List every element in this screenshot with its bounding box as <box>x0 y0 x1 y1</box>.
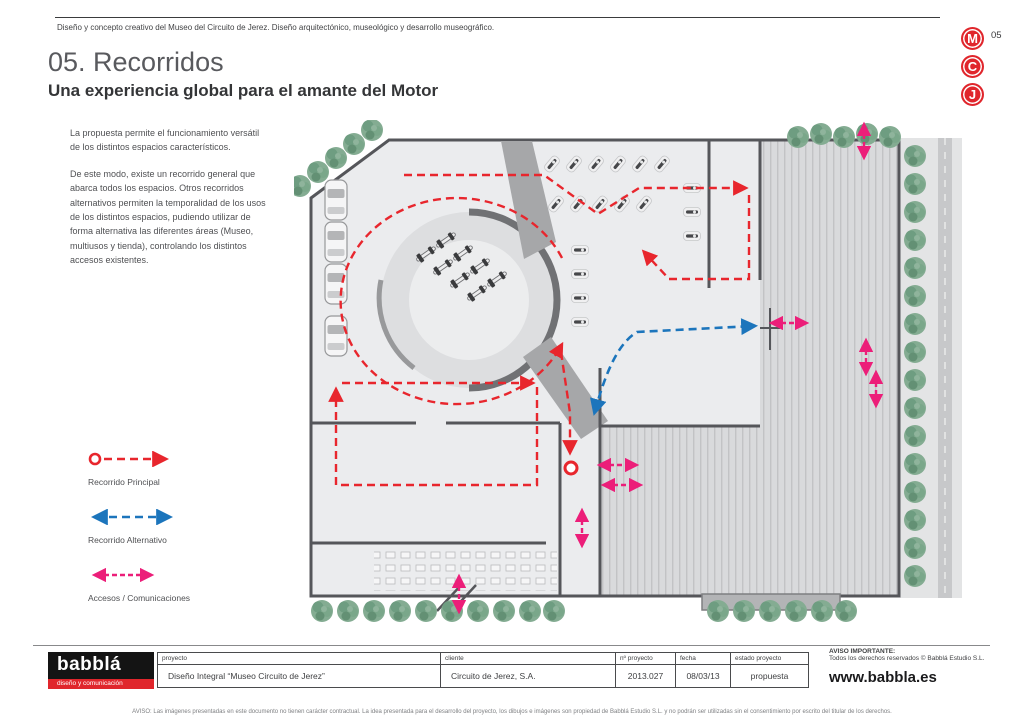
legend-item-alt-route: Recorrido Alternativo <box>88 508 190 545</box>
top-divider <box>55 17 940 18</box>
mcj-logo-m: M <box>961 27 984 50</box>
access-arrows <box>451 121 884 615</box>
parked-cars <box>324 179 348 357</box>
page-number: 05 <box>991 30 1002 41</box>
value-cliente: Circuito de Jerez, S.A. <box>440 664 616 688</box>
header-cliente: cliente <box>440 652 616 665</box>
notice-text: Todos los derechos reservados © Babblá E… <box>829 655 985 662</box>
legend-item-access: Accesos / Comunicaciones <box>88 567 190 603</box>
babbla-logo-tagline: diseño y comunicación <box>48 679 154 689</box>
legend-label: Recorrido Principal <box>88 477 160 487</box>
header-fecha: fecha <box>675 652 731 665</box>
access-icon <box>91 567 155 583</box>
copyright-notice: AVISO IMPORTANTE: Todos los derechos res… <box>829 648 1007 686</box>
header-proyecto: proyecto <box>157 652 441 665</box>
header-num-proyecto: nº proyecto <box>615 652 676 665</box>
ribbed-roof <box>601 141 898 595</box>
value-fecha: 08/03/13 <box>675 664 731 688</box>
legend-item-main-route: Recorrido Principal <box>88 450 190 487</box>
mcj-logo-c: C <box>961 55 984 78</box>
page-title: 05. Recorridos <box>48 47 224 77</box>
multipurpose-seating <box>374 551 557 591</box>
alt-route-icon <box>90 508 174 526</box>
value-num-proyecto: 2013.027 <box>615 664 676 688</box>
footer-divider <box>33 645 990 646</box>
main-route-path <box>328 173 751 487</box>
floor-plan <box>294 120 962 622</box>
interior-walls <box>311 141 762 595</box>
mcj-logo-j: J <box>961 83 984 106</box>
legend-label: Recorrido Alternativo <box>88 535 167 545</box>
alternative-route-path <box>590 318 759 416</box>
babbla-logo-name: babblá <box>48 652 154 679</box>
walkways <box>501 141 608 439</box>
project-info-table: proyecto cliente nº proyecto fecha estad… <box>157 652 809 688</box>
value-estado: propuesta <box>730 664 809 688</box>
value-proyecto: Diseño Integral “Museo Circuito de Jerez… <box>157 664 441 688</box>
website-url: www.babbla.es <box>829 669 937 686</box>
page-subtitle: Una experiencia global para el amante de… <box>48 81 439 100</box>
intro-paragraph-1: La propuesta permite el funcionamiento v… <box>70 128 260 153</box>
legend: Recorrido Principal Recorrido Alternativ… <box>88 450 190 625</box>
route-start-marker <box>563 460 579 476</box>
intro-paragraph-2: De este modo, existe un recorrido genera… <box>70 168 266 266</box>
header-note: Diseño y concepto creativo del Museo del… <box>57 23 495 32</box>
babbla-logo: babblá diseño y comunicación <box>48 652 154 689</box>
table-header-row: proyecto cliente nº proyecto fecha estad… <box>157 652 809 665</box>
legend-label: Accesos / Comunicaciones <box>88 593 191 603</box>
table-value-row: Diseño Integral “Museo Circuito de Jerez… <box>157 664 809 688</box>
notice-title: AVISO IMPORTANTE: <box>829 648 896 655</box>
legal-disclaimer: AVISO: Las imágenes presentadas en este … <box>132 709 892 715</box>
header-estado: estado proyecto <box>730 652 809 665</box>
main-route-icon <box>88 450 170 468</box>
intro-text: La propuesta permite el funcionamiento v… <box>70 126 270 280</box>
